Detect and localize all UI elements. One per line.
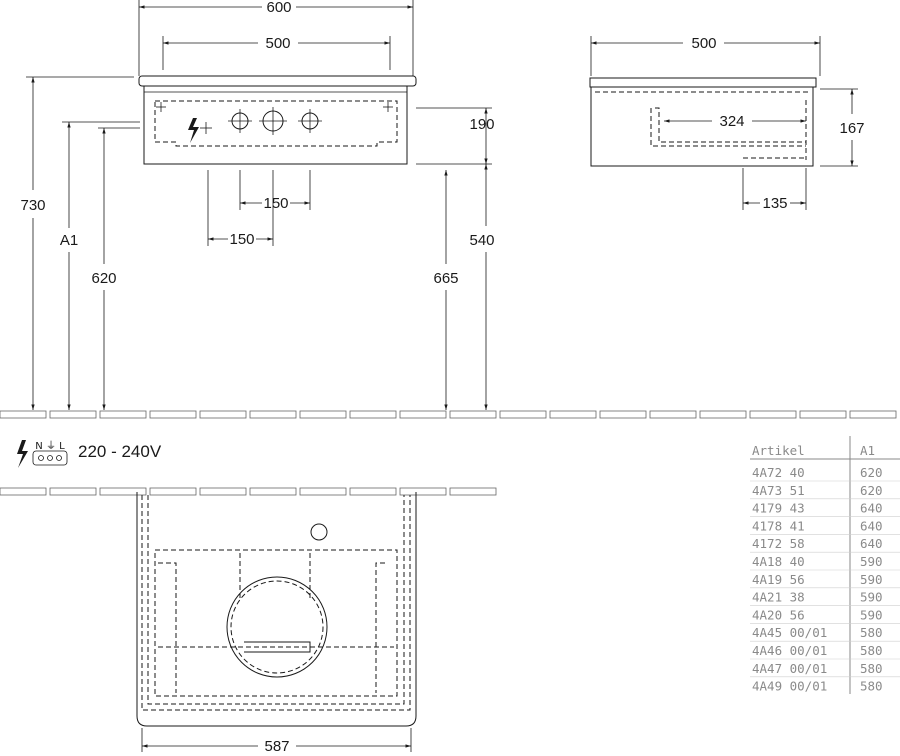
table-cell-a1: 590 <box>860 572 883 587</box>
table-cell-a1: 620 <box>860 483 883 498</box>
table-header-artikel: Artikel <box>752 443 805 458</box>
table-header-a1: A1 <box>860 443 875 458</box>
dim-190: 190 <box>469 116 494 133</box>
table-cell-artikel: 4179 43 <box>752 501 805 516</box>
table-cell-artikel: 4A45 00/01 <box>752 625 827 640</box>
cabinet-body <box>143 85 408 165</box>
dim-730: 730 <box>20 197 45 214</box>
tile <box>849 410 897 419</box>
tile <box>199 487 247 496</box>
countertop <box>138 75 417 87</box>
table-cell-a1: 590 <box>860 590 883 605</box>
table-cell-artikel: 4A21 38 <box>752 590 805 605</box>
table-cell-artikel: 4A46 00/01 <box>752 643 827 658</box>
electrical-spec: N ⏚ L 220 - 240V <box>17 440 162 468</box>
tile <box>249 487 297 496</box>
dim-324: 324 <box>719 113 744 130</box>
table-cell-a1: 580 <box>860 679 883 694</box>
table-cell-a1: 620 <box>860 465 883 480</box>
tile <box>599 410 647 419</box>
tile <box>349 487 397 496</box>
tile <box>799 410 847 419</box>
dim-600: 600 <box>266 0 291 16</box>
terminal-labels: N ⏚ L <box>35 440 65 452</box>
table-cell-artikel: 4A18 40 <box>752 554 805 569</box>
tile <box>49 487 97 496</box>
tile <box>649 410 697 419</box>
table-cell-artikel: 4A73 51 <box>752 483 805 498</box>
table-cell-a1: 580 <box>860 643 883 658</box>
lightning-icon <box>17 440 28 468</box>
dim-620: 620 <box>91 270 116 287</box>
drawer-outline <box>154 100 398 147</box>
table-cell-a1: 590 <box>860 607 883 622</box>
wall-tiles <box>0 487 497 496</box>
dim-a1: A1 <box>60 232 78 249</box>
tile <box>199 410 247 419</box>
table-cell-a1: 640 <box>860 501 883 516</box>
table-cell-a1: 590 <box>860 554 883 569</box>
dim-540: 540 <box>469 232 494 249</box>
top-view: 587 <box>0 487 497 755</box>
table-cell-artikel: 4A20 56 <box>752 607 805 622</box>
tile <box>449 487 497 496</box>
table-cell-artikel: 4A72 40 <box>752 465 805 480</box>
top-outline <box>136 492 417 727</box>
tile <box>149 410 197 419</box>
dim-150-lower: 150 <box>229 231 254 248</box>
table-cell-a1: 640 <box>860 536 883 551</box>
lightning-icon <box>188 118 199 143</box>
tile <box>0 487 47 496</box>
tile <box>249 410 297 419</box>
table-cell-a1: 580 <box>860 661 883 676</box>
tile <box>449 410 497 419</box>
dim-500: 500 <box>265 35 290 52</box>
table-cell-artikel: 4A49 00/01 <box>752 679 827 694</box>
dim-167: 167 <box>839 120 864 137</box>
table-cell-artikel: 4A47 00/01 <box>752 661 827 676</box>
tap-hole <box>310 523 328 541</box>
tile <box>0 410 47 419</box>
side-countertop <box>589 77 817 88</box>
dim-587: 587 <box>264 738 289 755</box>
tile <box>549 410 597 419</box>
table-cell-artikel: 4172 58 <box>752 536 805 551</box>
voltage-label: 220 - 240V <box>78 442 162 461</box>
dim-135: 135 <box>762 195 787 212</box>
tile <box>149 487 197 496</box>
tile <box>299 410 347 419</box>
dim-150-upper: 150 <box>263 195 288 212</box>
terminal-block-icon <box>32 450 68 466</box>
mounting-marks <box>156 102 393 134</box>
table-cell-a1: 580 <box>860 625 883 640</box>
drawer-top-outline <box>154 549 398 697</box>
water-connections <box>228 107 322 135</box>
tile <box>99 410 147 419</box>
side-cabinet <box>590 86 814 167</box>
table-cell-artikel: 4A19 56 <box>752 572 805 587</box>
table-cell-a1: 640 <box>860 518 883 533</box>
side-view: 500 324 167 135 <box>589 35 865 212</box>
article-table: Artikel A1 4A72 40 620 4A73 51 620 4179 43 64… <box>750 436 900 694</box>
floor-tiles <box>0 410 897 419</box>
tile <box>99 487 147 496</box>
tile <box>49 410 97 419</box>
tile <box>399 487 447 496</box>
tile <box>499 410 547 419</box>
tile <box>399 410 447 419</box>
tile <box>699 410 747 419</box>
tile <box>749 410 797 419</box>
table-cell-artikel: 4178 41 <box>752 518 805 533</box>
tile <box>299 487 347 496</box>
dim-665: 665 <box>433 270 458 287</box>
tile <box>349 410 397 419</box>
dim-side-500: 500 <box>691 35 716 52</box>
front-view: 600 500 190 150 150 730 A1 <box>20 0 495 410</box>
siphon-cutout <box>226 576 328 678</box>
